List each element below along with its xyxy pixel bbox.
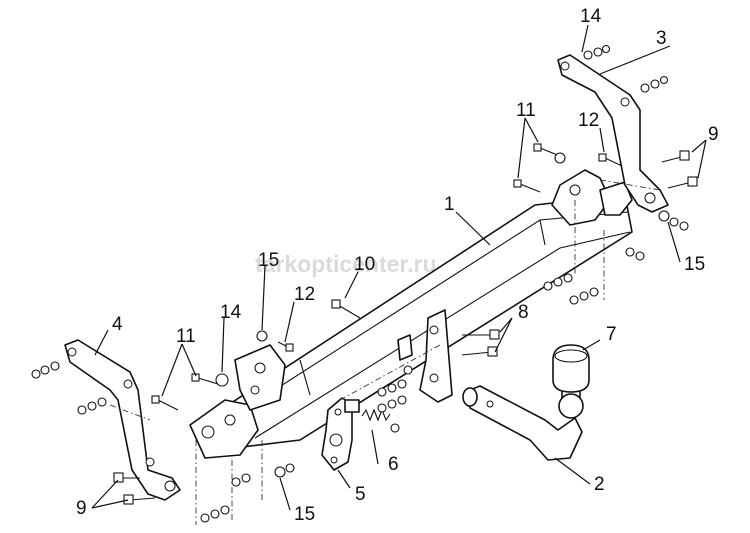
leader-lines — [91, 24, 707, 511]
assembly-axes — [109, 179, 661, 525]
socket-plate-part-5 — [321, 397, 360, 471]
cross-beam-part-1 — [189, 169, 633, 459]
nuts-and-washers — [31, 44, 689, 523]
label-part-11-right: 11 — [516, 100, 536, 121]
label-part-6: 6 — [388, 454, 399, 475]
label-part-10: 10 — [354, 254, 375, 275]
label-part-12-right: 12 — [578, 110, 599, 131]
label-part-14-top: 14 — [580, 6, 602, 27]
label-part-2: 2 — [594, 474, 605, 495]
part-number-labels: 1 2 3 4 5 6 7 8 9 9 10 11 11 12 12 14 14… — [76, 6, 719, 525]
label-part-15-right: 15 — [684, 254, 705, 275]
bolts — [113, 143, 698, 505]
label-part-9-left: 9 — [76, 498, 87, 519]
label-part-8: 8 — [518, 302, 529, 323]
label-part-4: 4 — [112, 314, 123, 335]
label-part-7: 7 — [606, 324, 617, 345]
label-part-11-left: 11 — [176, 326, 196, 347]
label-part-15-left-top: 15 — [258, 250, 279, 271]
right-bracket-part-3 — [557, 54, 669, 213]
ball-mount-part-2 — [462, 384, 584, 461]
label-part-14-left: 14 — [220, 302, 242, 323]
left-bracket-part-4 — [64, 339, 181, 501]
label-part-5: 5 — [355, 484, 366, 505]
ball-cover-part-7 — [552, 344, 590, 393]
label-part-1: 1 — [444, 194, 455, 215]
label-part-12-left: 12 — [294, 284, 315, 305]
label-part-3: 3 — [656, 28, 667, 49]
label-part-15-left-bottom: 15 — [294, 504, 315, 525]
watermark-text: tarkopticenter.ru — [255, 251, 437, 277]
spring-part-6 — [361, 408, 400, 433]
label-part-9-right: 9 — [708, 124, 719, 145]
